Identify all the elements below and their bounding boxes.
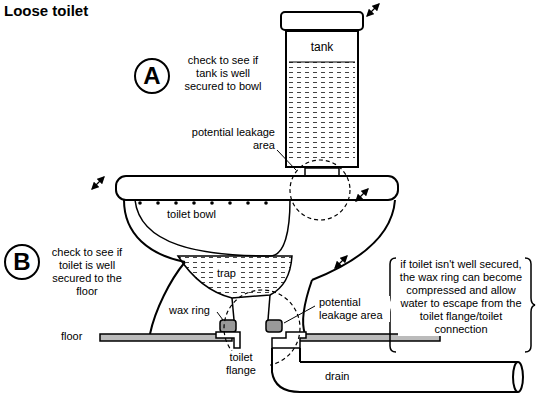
bowl-foot	[303, 280, 312, 334]
drain-pipe	[300, 361, 518, 363]
tank-water	[289, 62, 355, 162]
wax-ring	[266, 320, 282, 332]
brace	[525, 258, 535, 352]
part-name: toilet bowl	[166, 208, 217, 221]
tank-bolt-joint	[305, 168, 339, 176]
callout-circle: A	[134, 58, 170, 94]
callout-letter: B	[13, 248, 30, 276]
focus-circle	[290, 160, 350, 220]
bowl-inner	[135, 200, 290, 256]
floor	[100, 334, 232, 341]
diagram-title: Loose toilet	[4, 2, 88, 19]
drain-elbow	[299, 348, 301, 362]
part-name: wax ring	[168, 304, 211, 317]
leader-line	[217, 312, 223, 320]
water-line	[289, 62, 355, 63]
leader-line	[284, 306, 315, 323]
leak-label: potential leakage area	[318, 296, 390, 322]
bowl-foot	[150, 262, 185, 334]
tank-lid	[281, 12, 363, 30]
leak-label: potential leakage area	[186, 126, 276, 152]
drain-pipe	[300, 391, 518, 393]
wax-ring	[220, 320, 236, 332]
rim-jets	[138, 201, 268, 205]
check-note: check to see if tank is well secured to …	[176, 54, 270, 93]
bowl-rim	[116, 176, 398, 200]
explanation-note: if toilet isn't well secured, the wax ri…	[398, 258, 524, 336]
part-name: trap	[216, 267, 237, 280]
trap-outlet	[268, 295, 270, 320]
tank-body: tank	[285, 30, 359, 168]
callout-letter: A	[143, 62, 160, 90]
part-name: toilet flange	[212, 351, 270, 377]
bowl-outline	[312, 200, 395, 280]
part-name: floor	[60, 330, 83, 343]
trap-outlet	[232, 298, 234, 320]
part-name: drain	[324, 370, 350, 383]
check-note: check to see if toilet is well secured t…	[44, 246, 130, 298]
drain-elbow	[272, 348, 300, 392]
callout-circle: B	[4, 244, 40, 280]
pipe-end	[513, 362, 523, 392]
toilet-flange	[272, 332, 306, 348]
part-name: tank	[309, 40, 336, 54]
movement-arrows	[92, 4, 379, 268]
